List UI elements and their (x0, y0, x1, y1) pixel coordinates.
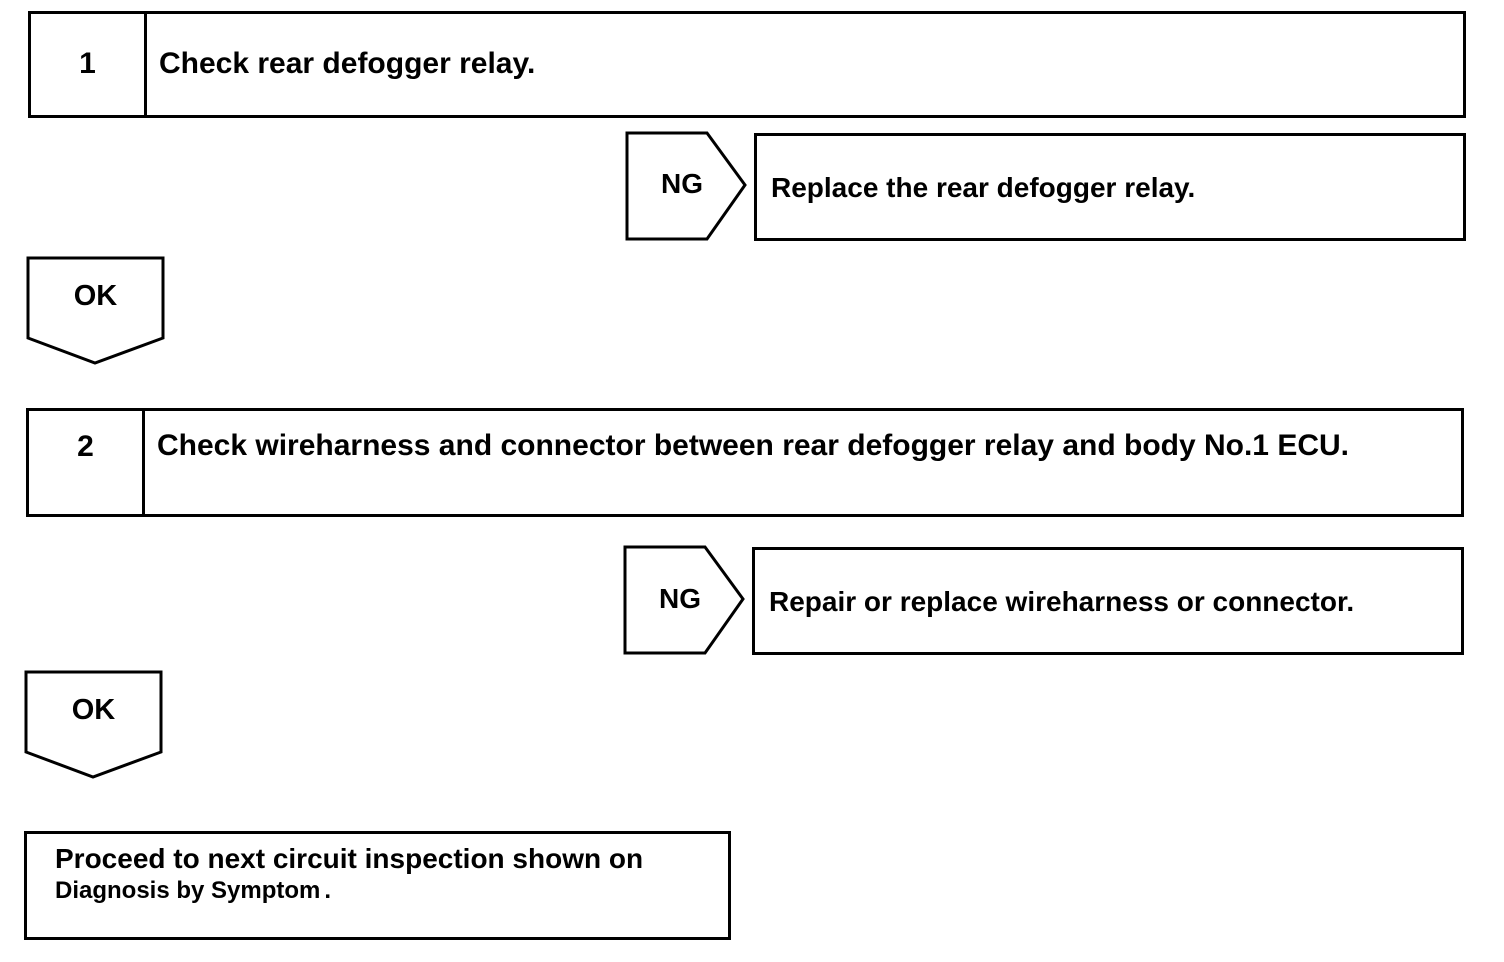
ng-1-action-box: Replace the rear defogger relay. (754, 133, 1466, 241)
ok-1-label: OK (73, 280, 118, 312)
ok-2-label: OK (71, 694, 116, 726)
step-2-text: Check wireharness and connector between … (157, 429, 1350, 462)
step-1-box: 1 Check rear defogger relay. (28, 11, 1466, 118)
step-2-number-cell: 2 (29, 411, 145, 514)
ok-1-arrow-shape (26, 256, 165, 365)
diagnosis-by-symptom-link[interactable]: Diagnosis by Symptom (55, 877, 321, 904)
ng-1-arrow-shape (625, 131, 747, 241)
ng-2-label: NG (659, 583, 701, 614)
final-text: Proceed to next circuit inspection shown… (55, 843, 644, 874)
final-link-line: Diagnosis by Symptom. (55, 876, 708, 906)
ng-1-action-text: Replace the rear defogger relay. (771, 172, 1196, 203)
ok-2-arrow-shape (24, 670, 163, 779)
final-suffix: . (324, 877, 332, 904)
ng-2-arrow-shape (623, 545, 745, 655)
step-2-number: 2 (77, 430, 94, 463)
ng-2-action-box: Repair or replace wireharness or connect… (752, 547, 1464, 655)
step-1-number-cell: 1 (31, 14, 147, 115)
final-box: Proceed to next circuit inspection shown… (24, 831, 731, 940)
ng-2-action-text: Repair or replace wireharness or connect… (769, 586, 1355, 617)
step-1-text-cell: Check rear defogger relay. (147, 14, 1463, 115)
step-1-text: Check rear defogger relay. (159, 47, 536, 80)
ng-1-label: NG (661, 168, 703, 199)
step-2-box: 2 Check wireharness and connector betwee… (26, 408, 1464, 517)
step-2-text-cell: Check wireharness and connector between … (145, 411, 1461, 514)
step-1-number: 1 (79, 47, 96, 80)
